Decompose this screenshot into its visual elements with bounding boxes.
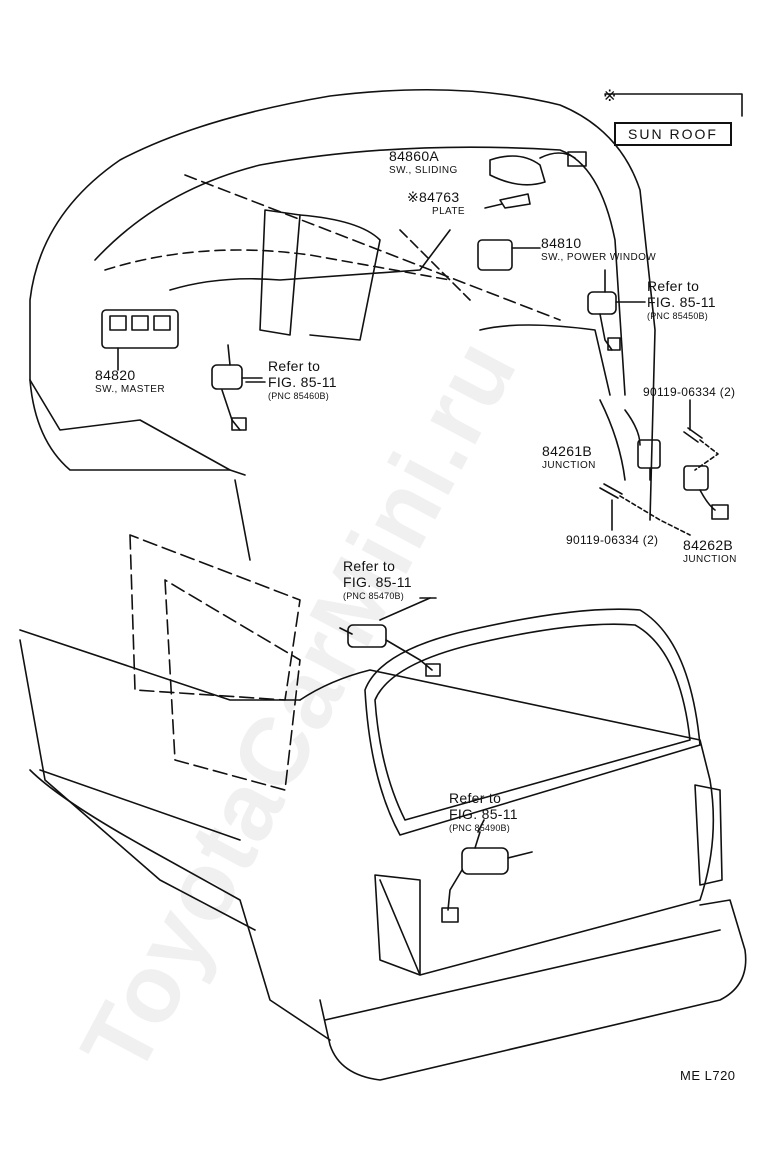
part-84820-name: SW., MASTER: [95, 384, 165, 395]
rear-hatch: [299, 669, 715, 976]
part-84810-name: SW., POWER WINDOW: [541, 252, 657, 263]
roof-rail-dash-2: [399, 229, 471, 301]
plate-shape: [499, 193, 531, 209]
part-84261b-name: JUNCTION: [542, 460, 596, 471]
ref-85490-line2[interactable]: FIG. 85-11: [449, 806, 518, 822]
bolt-leaders: [619, 439, 719, 536]
door-motor-rear-right: [587, 269, 646, 351]
body-side-upper: [29, 379, 246, 476]
ref-85490-leader: [477, 819, 485, 833]
body-front-lower: [29, 379, 231, 471]
master-switch-key-2: [131, 315, 149, 331]
rear-quarter: [29, 769, 331, 1041]
part-84860a-number[interactable]: 84860A: [389, 148, 440, 164]
ref-85470-line1: Refer to: [343, 558, 396, 574]
part-84810-number[interactable]: 84810: [541, 235, 582, 251]
drawing-code: ME L720: [680, 1068, 736, 1083]
part-84261b-number[interactable]: 84261B: [542, 443, 593, 459]
ref-85460-line2[interactable]: FIG. 85-11: [268, 374, 337, 390]
sliding-switch-wire: [539, 152, 576, 159]
rear-window-inner: [374, 623, 691, 821]
part-84820-number[interactable]: 84820: [95, 367, 136, 383]
power-window-switch: [477, 239, 513, 271]
master-switch: [101, 309, 179, 349]
bolt-lower-number[interactable]: 90119-06334 (2): [566, 533, 659, 547]
ref-85460-line1: Refer to: [268, 358, 321, 374]
interior-seat: [169, 229, 451, 291]
interior-dash: [104, 249, 451, 281]
plate-leader: [484, 203, 503, 209]
sunroof-mark: ※: [603, 88, 617, 105]
junction-84262b: [683, 465, 709, 491]
ref-85470-pnc: (PNC 85470B): [343, 591, 404, 601]
sunroof-leader: [604, 93, 743, 117]
bolt-upper-number[interactable]: 90119-06334 (2): [643, 385, 736, 399]
c-pillar: [599, 399, 626, 481]
liftgate-motor: [441, 831, 533, 923]
rear-window-outline: [364, 608, 701, 836]
bolt-lower: [599, 483, 623, 499]
side-body-line: [19, 629, 301, 701]
window-frame: [299, 214, 381, 341]
part-84262b-number[interactable]: 84262B: [683, 537, 734, 553]
side-window-rear: [164, 579, 301, 791]
ref-85450-line2[interactable]: FIG. 85-11: [647, 294, 716, 310]
side-sill: [19, 639, 256, 931]
taillight-right: [694, 784, 723, 886]
junction-84261b-wire: [624, 409, 651, 481]
b-pillar: [259, 209, 301, 336]
sliding-switch: [489, 155, 546, 186]
part-84860a-name: SW., SLIDING: [389, 165, 458, 176]
ref-85490-line1: Refer to: [449, 790, 502, 806]
junction-84262b-connector: [711, 504, 729, 520]
master-switch-key-3: [153, 315, 171, 331]
part-84262b-name: JUNCTION: [683, 554, 737, 565]
ref-85450-pnc: (PNC 85450B): [647, 311, 708, 321]
side-lower-line: [39, 769, 241, 841]
bumper-lower: [324, 929, 721, 1021]
roof-outline: [29, 88, 656, 521]
ref-85490-pnc: (PNC 85490B): [449, 823, 510, 833]
rear-side-motor: [339, 597, 441, 677]
ref-85470-line2[interactable]: FIG. 85-11: [343, 574, 412, 590]
junction-84261b: [637, 439, 661, 469]
part-84763-number[interactable]: ※84763: [407, 189, 460, 205]
rear-bumper: [319, 899, 747, 1081]
roof-inner-edge: [94, 146, 626, 396]
door-motor-front: [211, 344, 263, 431]
part-84763-name: PLATE: [432, 206, 465, 217]
taillight-left: [374, 874, 421, 976]
master-switch-key-1: [109, 315, 127, 331]
roof-rail-dash: [184, 174, 561, 321]
ref-85450-line1: Refer to: [647, 278, 700, 294]
door-line-rear: [479, 324, 611, 396]
ref-85460-pnc: (PNC 85460B): [268, 391, 329, 401]
sunroof-label: SUN ROOF: [614, 122, 732, 146]
sliding-switch-connector: [567, 151, 587, 167]
junction-84262b-wire: [699, 489, 716, 511]
door-line-front: [234, 479, 251, 561]
